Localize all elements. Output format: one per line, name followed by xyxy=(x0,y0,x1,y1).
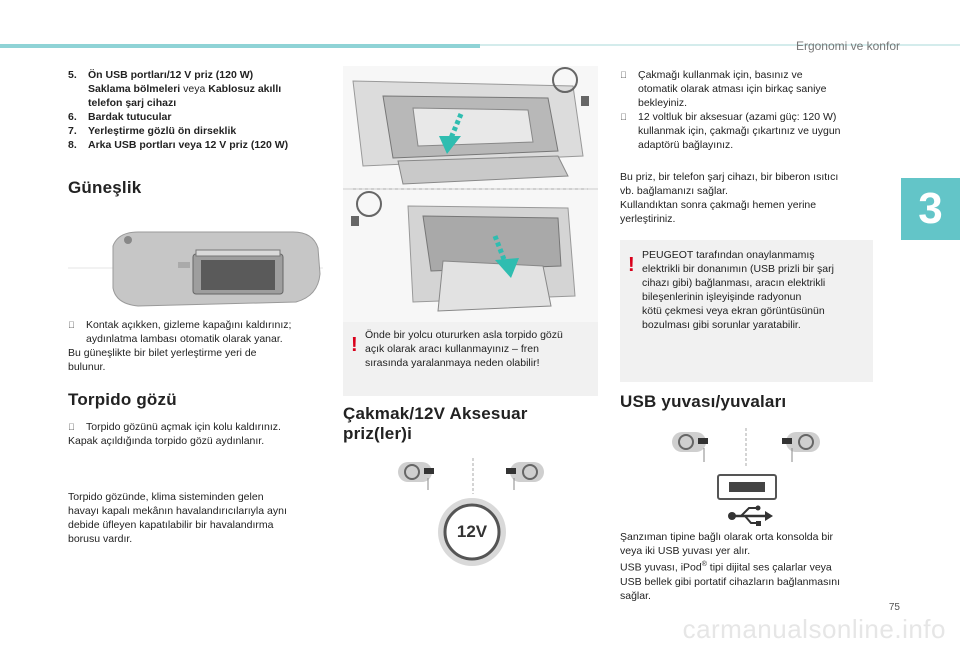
socket-label: 12V xyxy=(456,522,488,541)
arrow-bullet-icon:  xyxy=(620,68,638,82)
arrow-bullet-icon:  xyxy=(68,420,86,434)
heading-gunes: Güneşlik xyxy=(68,178,142,197)
torpido-ventilation-text: Torpido gözünde, klima sisteminden gelen… xyxy=(68,491,287,545)
usb-description: Şanzıman tipine bağlı olarak orta konsol… xyxy=(620,531,841,602)
sun-visor-illustration xyxy=(68,226,323,311)
section-title: Ergonomi ve konfor xyxy=(795,39,900,53)
list-item: 7.Yerleştirme gözlü ön dirseklik xyxy=(68,125,237,137)
torpido-description: Torpido gözünü açmak için kolu kaldırın… xyxy=(68,420,281,447)
usb-port-icon xyxy=(717,474,777,500)
usb-lhd-rhd-icons xyxy=(672,428,832,468)
list-item: 5. Ön USB portları/12 V priz (120 W) Sak… xyxy=(68,69,282,109)
warning-box-peugeot: ! PEUGEOT tarafından onaylanmamış elektr… xyxy=(620,240,873,382)
usb-icon xyxy=(727,504,777,528)
feature-list: 5. Ön USB portları/12 V priz (120 W) Sak… xyxy=(68,68,338,152)
heading-cakmak: Çakmak/12V Aksesuar priz(ler)i xyxy=(343,404,528,443)
arrow-bullet-icon:  xyxy=(68,318,86,332)
priz-text: Bu priz, bir telefon şarj cihazı, bir bi… xyxy=(620,171,839,225)
header-accent-bar xyxy=(0,44,480,48)
heading-usb: USB yuvası/yuvaları xyxy=(620,392,787,411)
warning-box-passenger: ! Önde bir yolcu otururken asla torpido … xyxy=(343,322,598,396)
exclamation-icon: ! xyxy=(351,334,358,356)
socket-12v-icon xyxy=(436,496,508,568)
gunes-description: Kontak açıkken, gizleme kapağını kaldır… xyxy=(68,318,292,373)
lhd-rhd-icons xyxy=(398,458,548,494)
watermark: carmanualsonline.info xyxy=(682,614,946,644)
glovebox-illustration xyxy=(343,66,598,322)
chapter-tab: 3 xyxy=(901,178,960,240)
arrow-bullet-icon:  xyxy=(620,110,638,124)
list-item: 6.Bardak tutucular xyxy=(68,111,172,123)
heading-torpido: Torpido gözü xyxy=(68,390,177,409)
cakmak-usage: Çakmağı kullanmak için, basınız ve otom… xyxy=(620,68,880,152)
page-number: 75 xyxy=(888,602,900,613)
header-divider xyxy=(480,44,960,46)
exclamation-icon: ! xyxy=(628,254,635,276)
list-item: 8.Arka USB portları veya 12 V priz (120 … xyxy=(68,139,289,151)
